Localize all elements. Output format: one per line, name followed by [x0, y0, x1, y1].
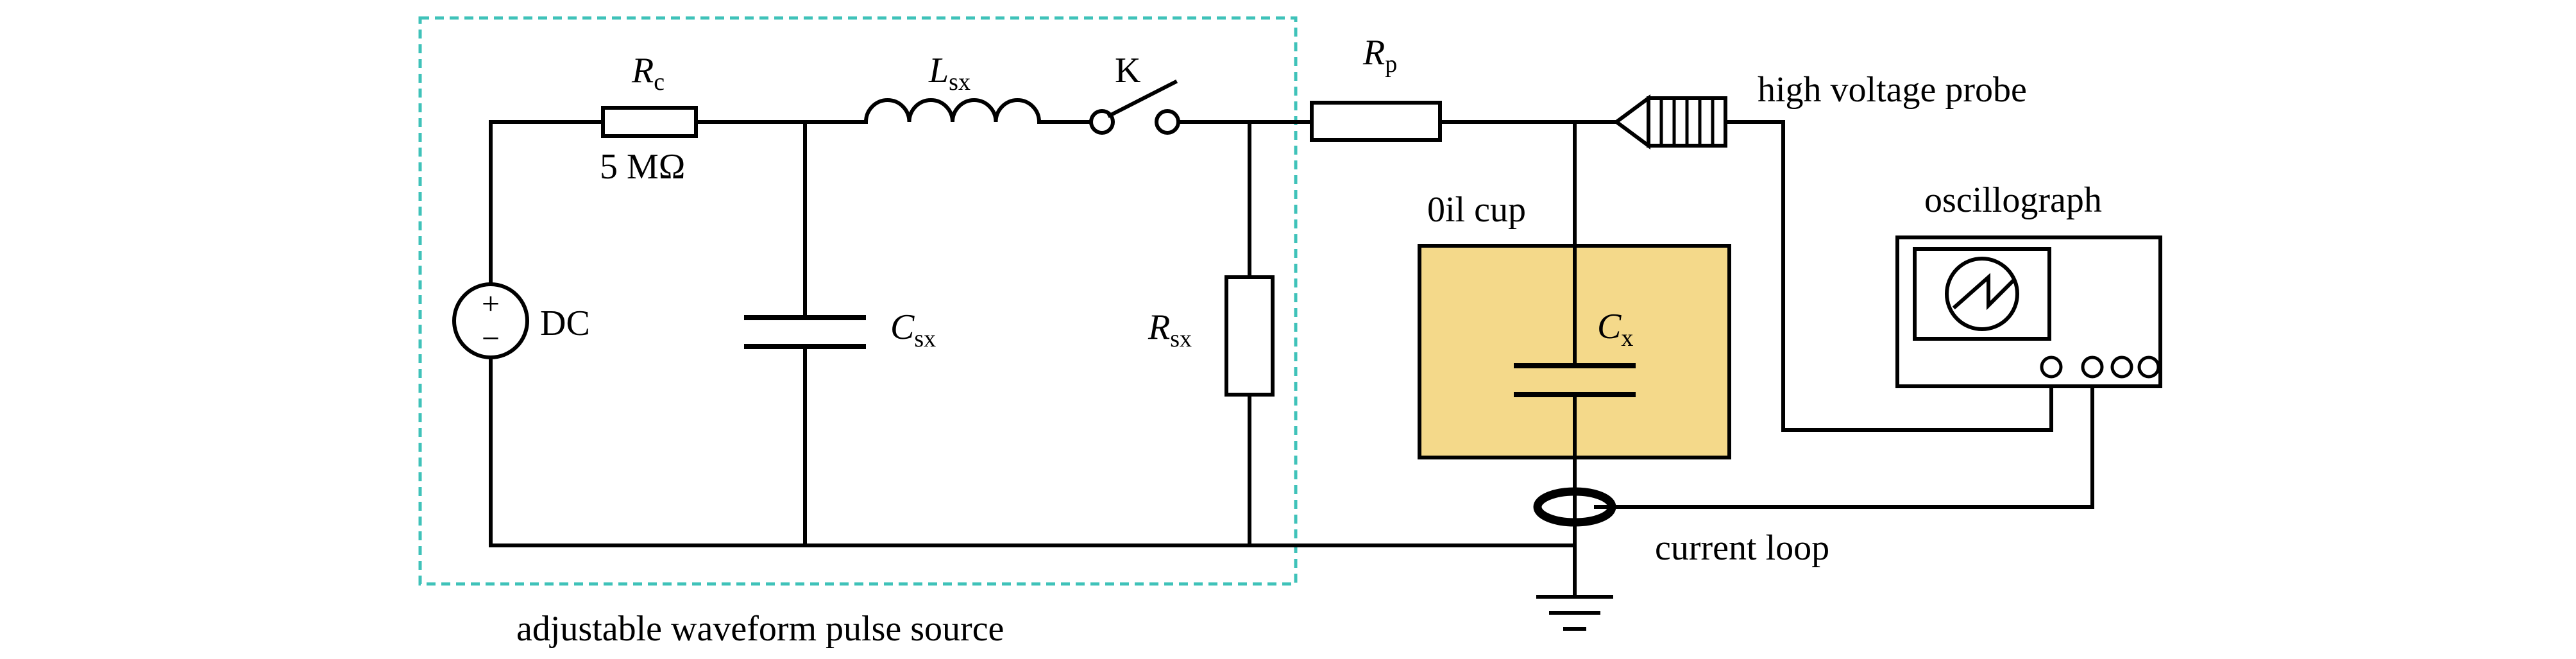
lsx-label: Lsx — [928, 51, 970, 96]
csx-label: Csx — [890, 307, 936, 352]
oscillograph-port-3 — [2110, 355, 2133, 379]
pulse-source-caption: adjustable waveform pulse source — [516, 609, 1004, 649]
switch-label: K — [1115, 51, 1140, 90]
probe-label: high voltage probe — [1758, 70, 2027, 110]
dc-label: DC — [540, 304, 590, 343]
oscillograph-port-2 — [2081, 355, 2104, 379]
rsx-label: Rsx — [1148, 307, 1192, 352]
oscillograph — [1895, 235, 2162, 388]
pulse-source-box — [418, 16, 1298, 586]
dc-plus: + — [482, 286, 500, 321]
oscillograph-port-4 — [2137, 355, 2160, 379]
dc-minus: − — [482, 320, 500, 356]
oscillograph-label: oscillograph — [1924, 180, 2102, 220]
oscillograph-wave-icon — [1952, 273, 2016, 311]
current-loop — [1533, 487, 1616, 527]
ground-symbol — [1536, 595, 1613, 631]
oscillograph-dial-icon — [1945, 257, 2019, 331]
rp-label: Rp — [1362, 33, 1397, 78]
oscillograph-port-1 — [2040, 355, 2063, 379]
rc-label: Rc — [631, 51, 665, 96]
probe-tip — [1613, 94, 1650, 150]
cx-capacitor — [1514, 363, 1636, 397]
cx-label: Cx — [1597, 307, 1633, 352]
rp-resistor — [1310, 101, 1442, 142]
wire-probe-osc — [1724, 120, 2053, 432]
csx-capacitor — [744, 315, 866, 349]
switch-contact-right — [1155, 109, 1180, 135]
current-loop-label: current loop — [1655, 528, 1829, 568]
rsx-resistor — [1224, 275, 1275, 397]
oil-cup-label: 0il cup — [1427, 190, 1526, 230]
dc-source-symbol — [452, 282, 529, 359]
rc-resistor — [601, 106, 698, 138]
switch-blade — [1106, 79, 1178, 119]
high-voltage-probe — [1613, 94, 1727, 150]
wire-loop-osc — [1594, 365, 2094, 509]
switch-k — [1089, 79, 1180, 135]
lsx-inductor — [863, 98, 1042, 124]
dc-source: + − — [452, 282, 529, 359]
rc-value: 5 MΩ — [600, 147, 685, 187]
switch-contact-left — [1089, 109, 1115, 135]
